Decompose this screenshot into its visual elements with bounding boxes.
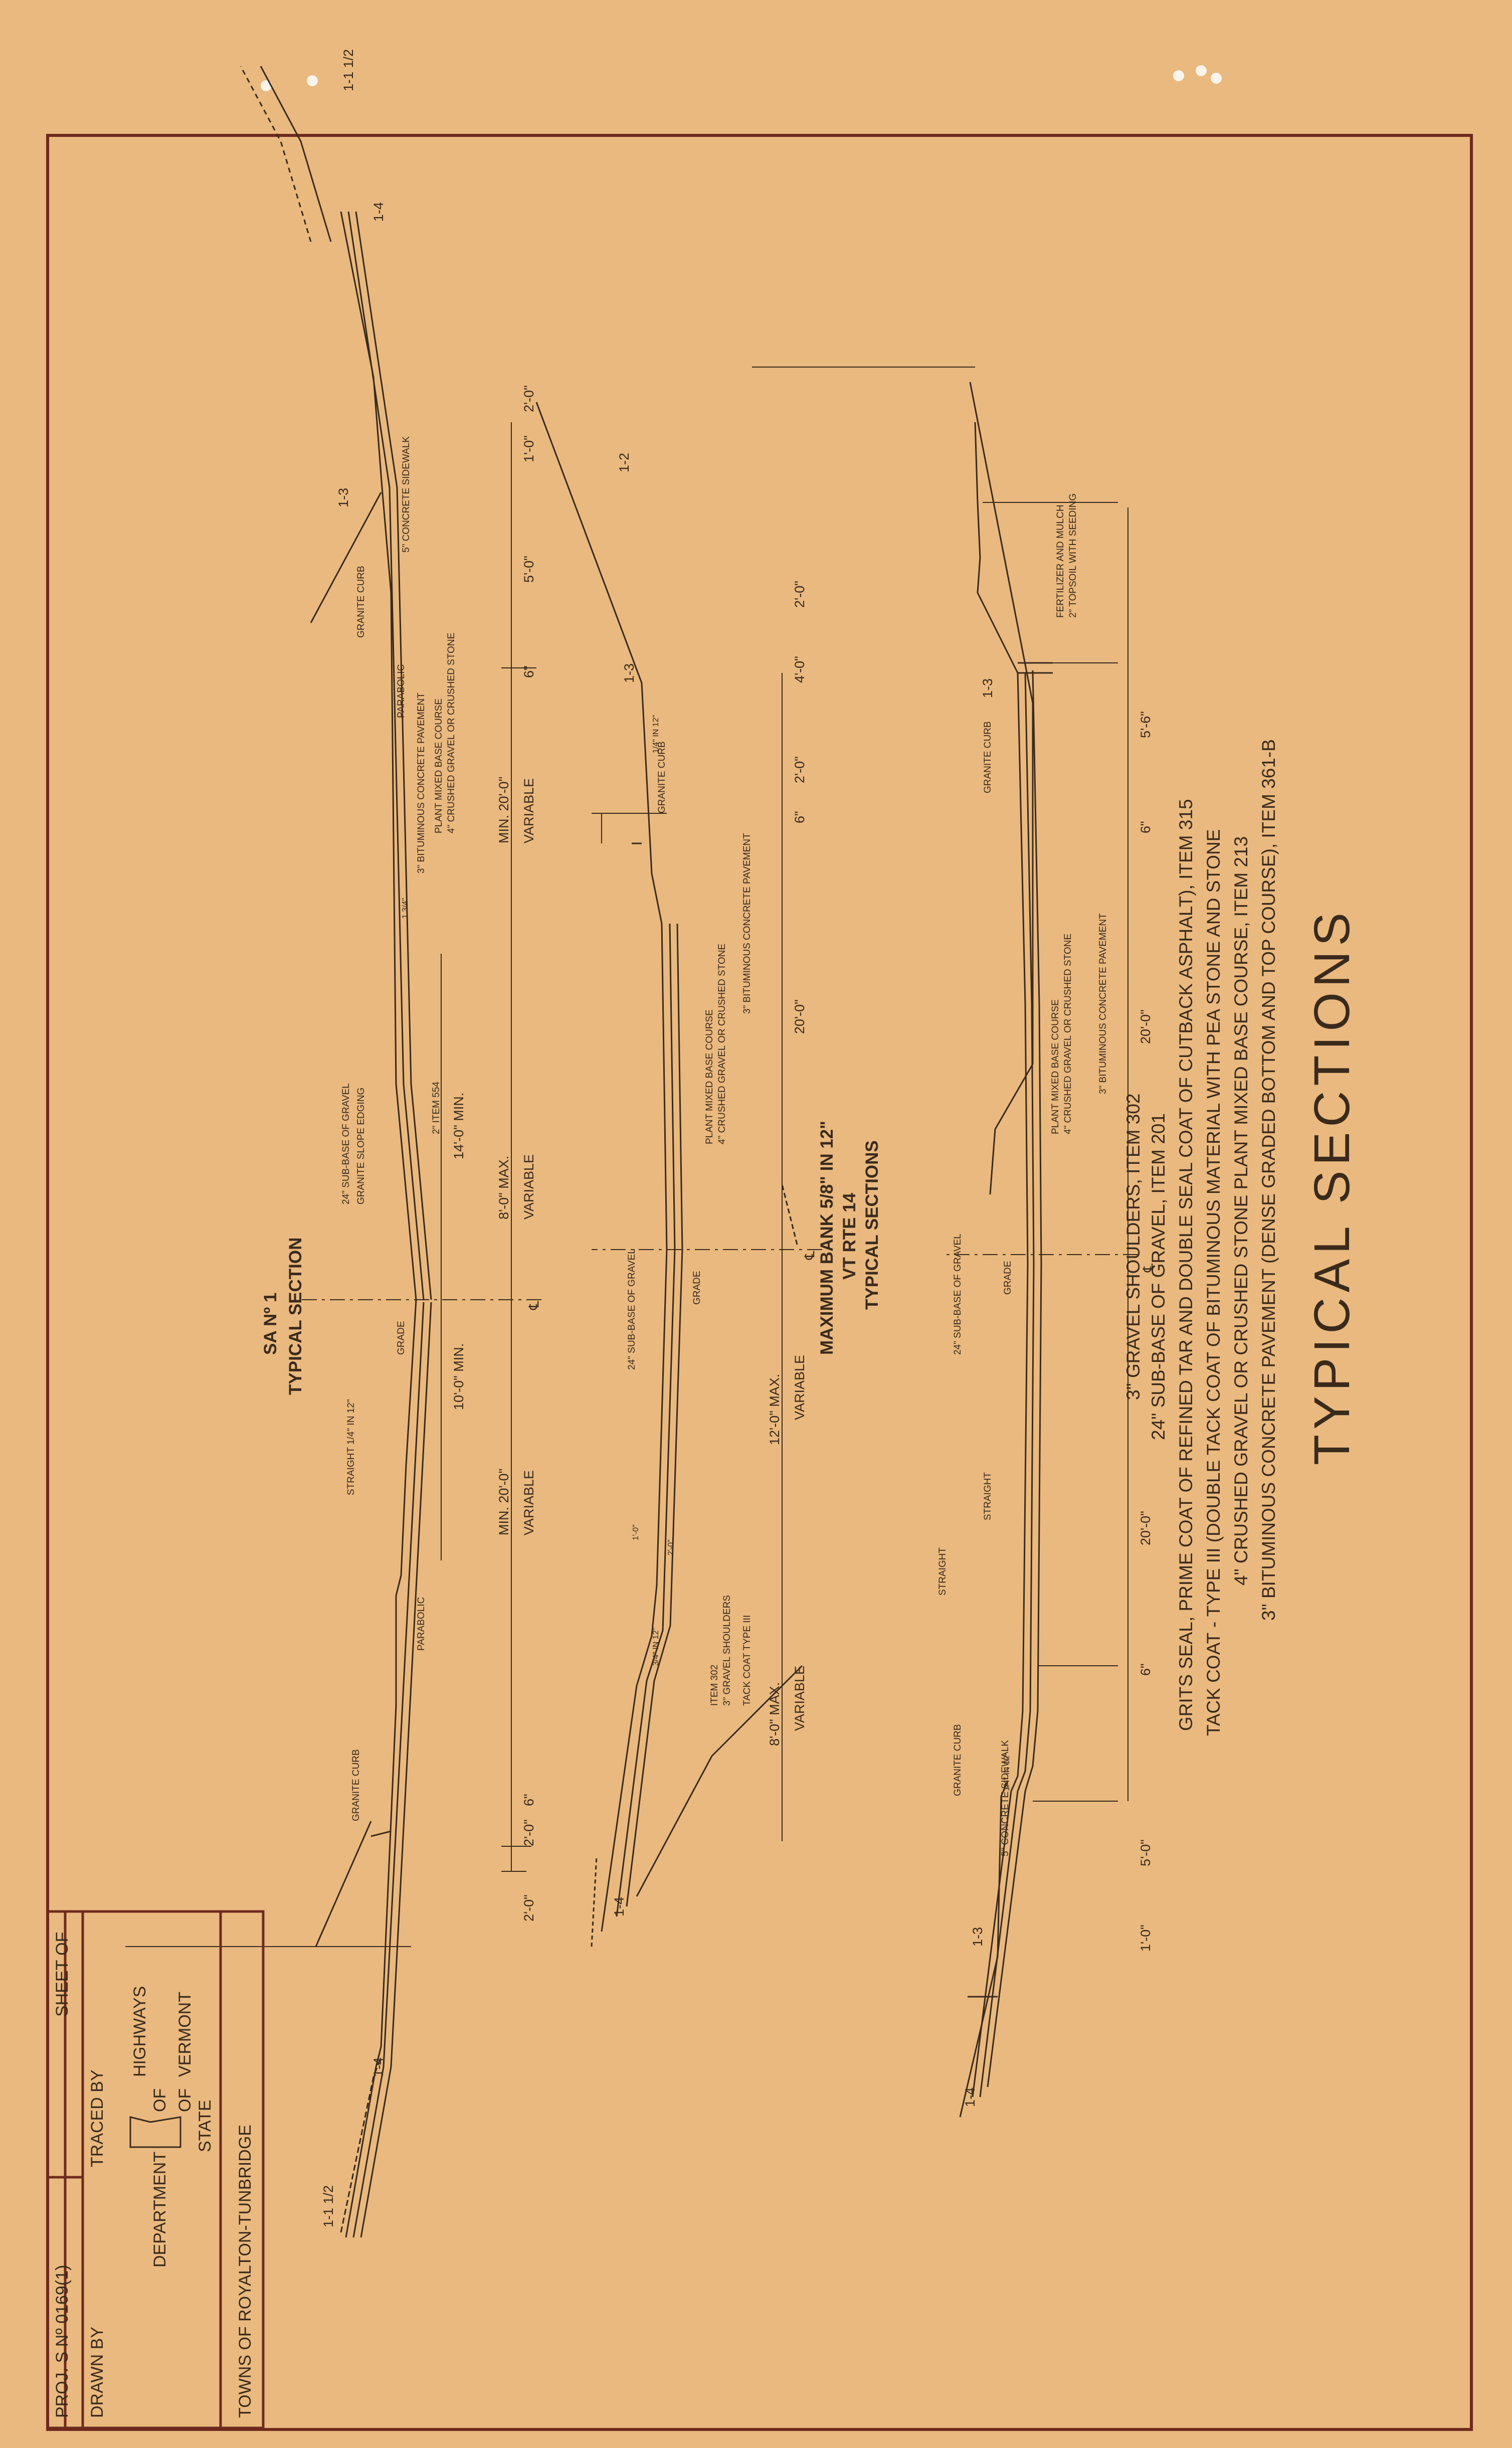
title-block-of: OF	[175, 2088, 195, 2112]
title-block-highways: HIGHWAYS	[130, 1986, 149, 2077]
title-block-sheet: SHEET OF	[53, 1932, 72, 2017]
punch-hole	[1196, 65, 1207, 76]
title-block-traced: TRACED BY	[88, 2069, 107, 2167]
title-block-of2: OF	[150, 2088, 169, 2112]
punch-hole	[1211, 73, 1222, 84]
punch-hole	[307, 75, 318, 86]
title-block-vermont: VERMONT	[175, 1992, 195, 2077]
title-block-drawn: DRAWN BY	[88, 2327, 107, 2418]
title-block-proj: PROJ. S Nº 0169(1)	[53, 2264, 72, 2418]
title-block-state: STATE	[196, 2100, 215, 2152]
title-block-towns: TOWNS OF ROYALTON-TUNBRIDGE	[236, 2125, 255, 2418]
punch-hole	[1173, 70, 1184, 81]
title-block-dept: DEPARTMENT	[150, 2151, 169, 2267]
